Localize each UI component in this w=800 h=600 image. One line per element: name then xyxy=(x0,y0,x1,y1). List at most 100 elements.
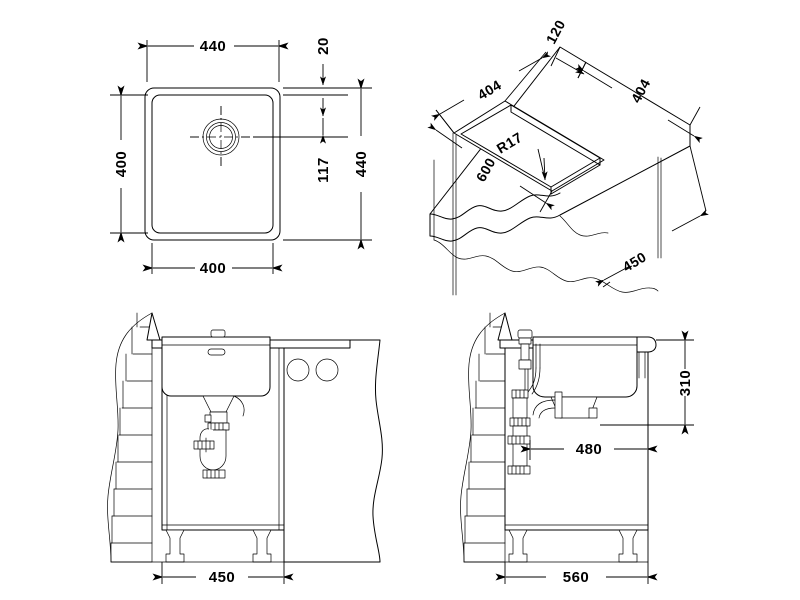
drain-mid-circle xyxy=(206,122,236,152)
dim-label-400-height: 400 xyxy=(113,151,130,178)
dim-line-lower xyxy=(667,119,703,144)
dimension-480: 480 xyxy=(520,425,658,460)
leader-line xyxy=(537,148,545,176)
valve-nut-2 xyxy=(509,417,531,427)
dim-line-upper xyxy=(518,51,551,72)
ext-line-top xyxy=(504,51,547,102)
hose-bend xyxy=(527,367,537,393)
dim-line-upper xyxy=(671,209,709,232)
foot-left-side xyxy=(508,529,528,563)
cabinet-outline xyxy=(433,132,662,296)
dimension-height-400: 400 xyxy=(110,85,148,243)
foot-right-side xyxy=(618,529,638,563)
dim-label-400-width: 400 xyxy=(200,260,227,277)
isometric-view: 120 404 404 600 xyxy=(427,17,709,296)
overflow-slot xyxy=(207,348,226,356)
dim-label-20: 20 xyxy=(315,37,332,55)
dim-label-450-iso: 450 xyxy=(620,248,650,275)
tap-nut xyxy=(518,359,532,370)
dim-line-lower xyxy=(595,265,631,287)
trap-nut-bottom xyxy=(507,465,531,475)
sink-outer-rim xyxy=(144,87,281,241)
worktop-break-line-upper xyxy=(429,192,561,220)
brick-wall xyxy=(107,312,153,563)
waste-side-port xyxy=(204,414,212,423)
waste-collar xyxy=(209,411,228,424)
dim-label-120: 120 xyxy=(543,17,569,46)
cabinet-feet-front xyxy=(110,529,381,563)
sink-bowl-side xyxy=(517,329,638,398)
dim-label-310: 310 xyxy=(677,370,694,397)
cabinet-inner-break xyxy=(559,215,609,237)
dim-label-480: 480 xyxy=(576,441,603,458)
ext-line-a xyxy=(550,46,561,67)
trap-nut-lower xyxy=(202,469,226,479)
dim-line xyxy=(555,57,585,75)
tap-hole-top xyxy=(210,329,226,338)
worktop-wall-joint-side xyxy=(497,312,513,341)
cabinet-feet-side xyxy=(463,529,649,563)
sink-outline xyxy=(144,87,281,241)
ext-line-bottom xyxy=(539,190,553,213)
waste-trap-side xyxy=(507,389,598,475)
dimension-560: 560 xyxy=(495,530,658,586)
worktop-edge-cap xyxy=(633,336,657,353)
waste-trap-front xyxy=(193,395,245,479)
hose-bend-2 xyxy=(531,367,541,395)
dim-label-440-width: 440 xyxy=(200,38,227,55)
sink-bowl-front xyxy=(161,329,271,397)
dim-line-upper xyxy=(427,122,463,149)
dimension-drain-117: 117 xyxy=(253,98,348,183)
drain-assembly xyxy=(190,106,252,168)
dim-label-440-height: 440 xyxy=(353,151,370,178)
dim-label-450-front: 450 xyxy=(209,569,236,586)
dimension-width-400: 400 xyxy=(142,243,283,277)
ext-line-end xyxy=(689,106,701,126)
cutout-rim-depth-back xyxy=(510,104,601,166)
overflow-pipe xyxy=(233,395,245,417)
valve-body xyxy=(512,397,528,419)
front-section-view: 450 xyxy=(107,312,383,586)
cutout-rim-depth-right xyxy=(550,164,601,195)
cabinet-break-line-bottom xyxy=(433,239,659,293)
dimension-450-front: 450 xyxy=(152,530,294,586)
dimension-310: 310 xyxy=(600,330,694,435)
dim-label-404-left: 404 xyxy=(475,76,505,103)
dim-line-lower xyxy=(431,99,465,121)
hob-burner-left-icon xyxy=(286,358,310,382)
top-view: 440 400 400 20 xyxy=(110,37,372,277)
wall-outline xyxy=(107,312,153,563)
waste-plug xyxy=(588,407,598,419)
worktop-wall-joint xyxy=(146,312,161,341)
ext-line-top xyxy=(435,109,455,134)
dim-label-560: 560 xyxy=(563,569,590,586)
ext-line-top xyxy=(689,145,707,212)
foot-left xyxy=(165,529,185,563)
dimension-height-440: 440 xyxy=(283,78,372,250)
right-panel xyxy=(283,339,383,563)
trap-nut-mid xyxy=(507,435,531,445)
sink-inner-bowl xyxy=(151,94,274,234)
dimension-rim-20: 20 xyxy=(283,37,348,96)
bowl-section xyxy=(161,336,271,397)
tap-base xyxy=(518,337,532,345)
right-panel-outline xyxy=(283,339,383,563)
dim-line-lower xyxy=(519,185,555,211)
foot-right xyxy=(252,529,272,563)
brick-wall-side xyxy=(460,312,506,563)
tap-body-side xyxy=(517,329,533,339)
bowl-section-side xyxy=(532,336,638,398)
dimension-width-440: 440 xyxy=(137,38,289,82)
trap-inlet-bend-2 xyxy=(538,407,556,419)
leader-arrow xyxy=(541,157,548,181)
wall-outline-side xyxy=(460,312,506,563)
dim-line-upper xyxy=(575,63,613,89)
dim-label-117: 117 xyxy=(315,157,332,183)
hob-burner-right-icon xyxy=(315,358,339,382)
p-trap-body xyxy=(199,428,227,471)
tap-shank xyxy=(520,343,530,361)
trap-bottle xyxy=(512,425,528,467)
tap-pipe-side xyxy=(518,337,541,395)
